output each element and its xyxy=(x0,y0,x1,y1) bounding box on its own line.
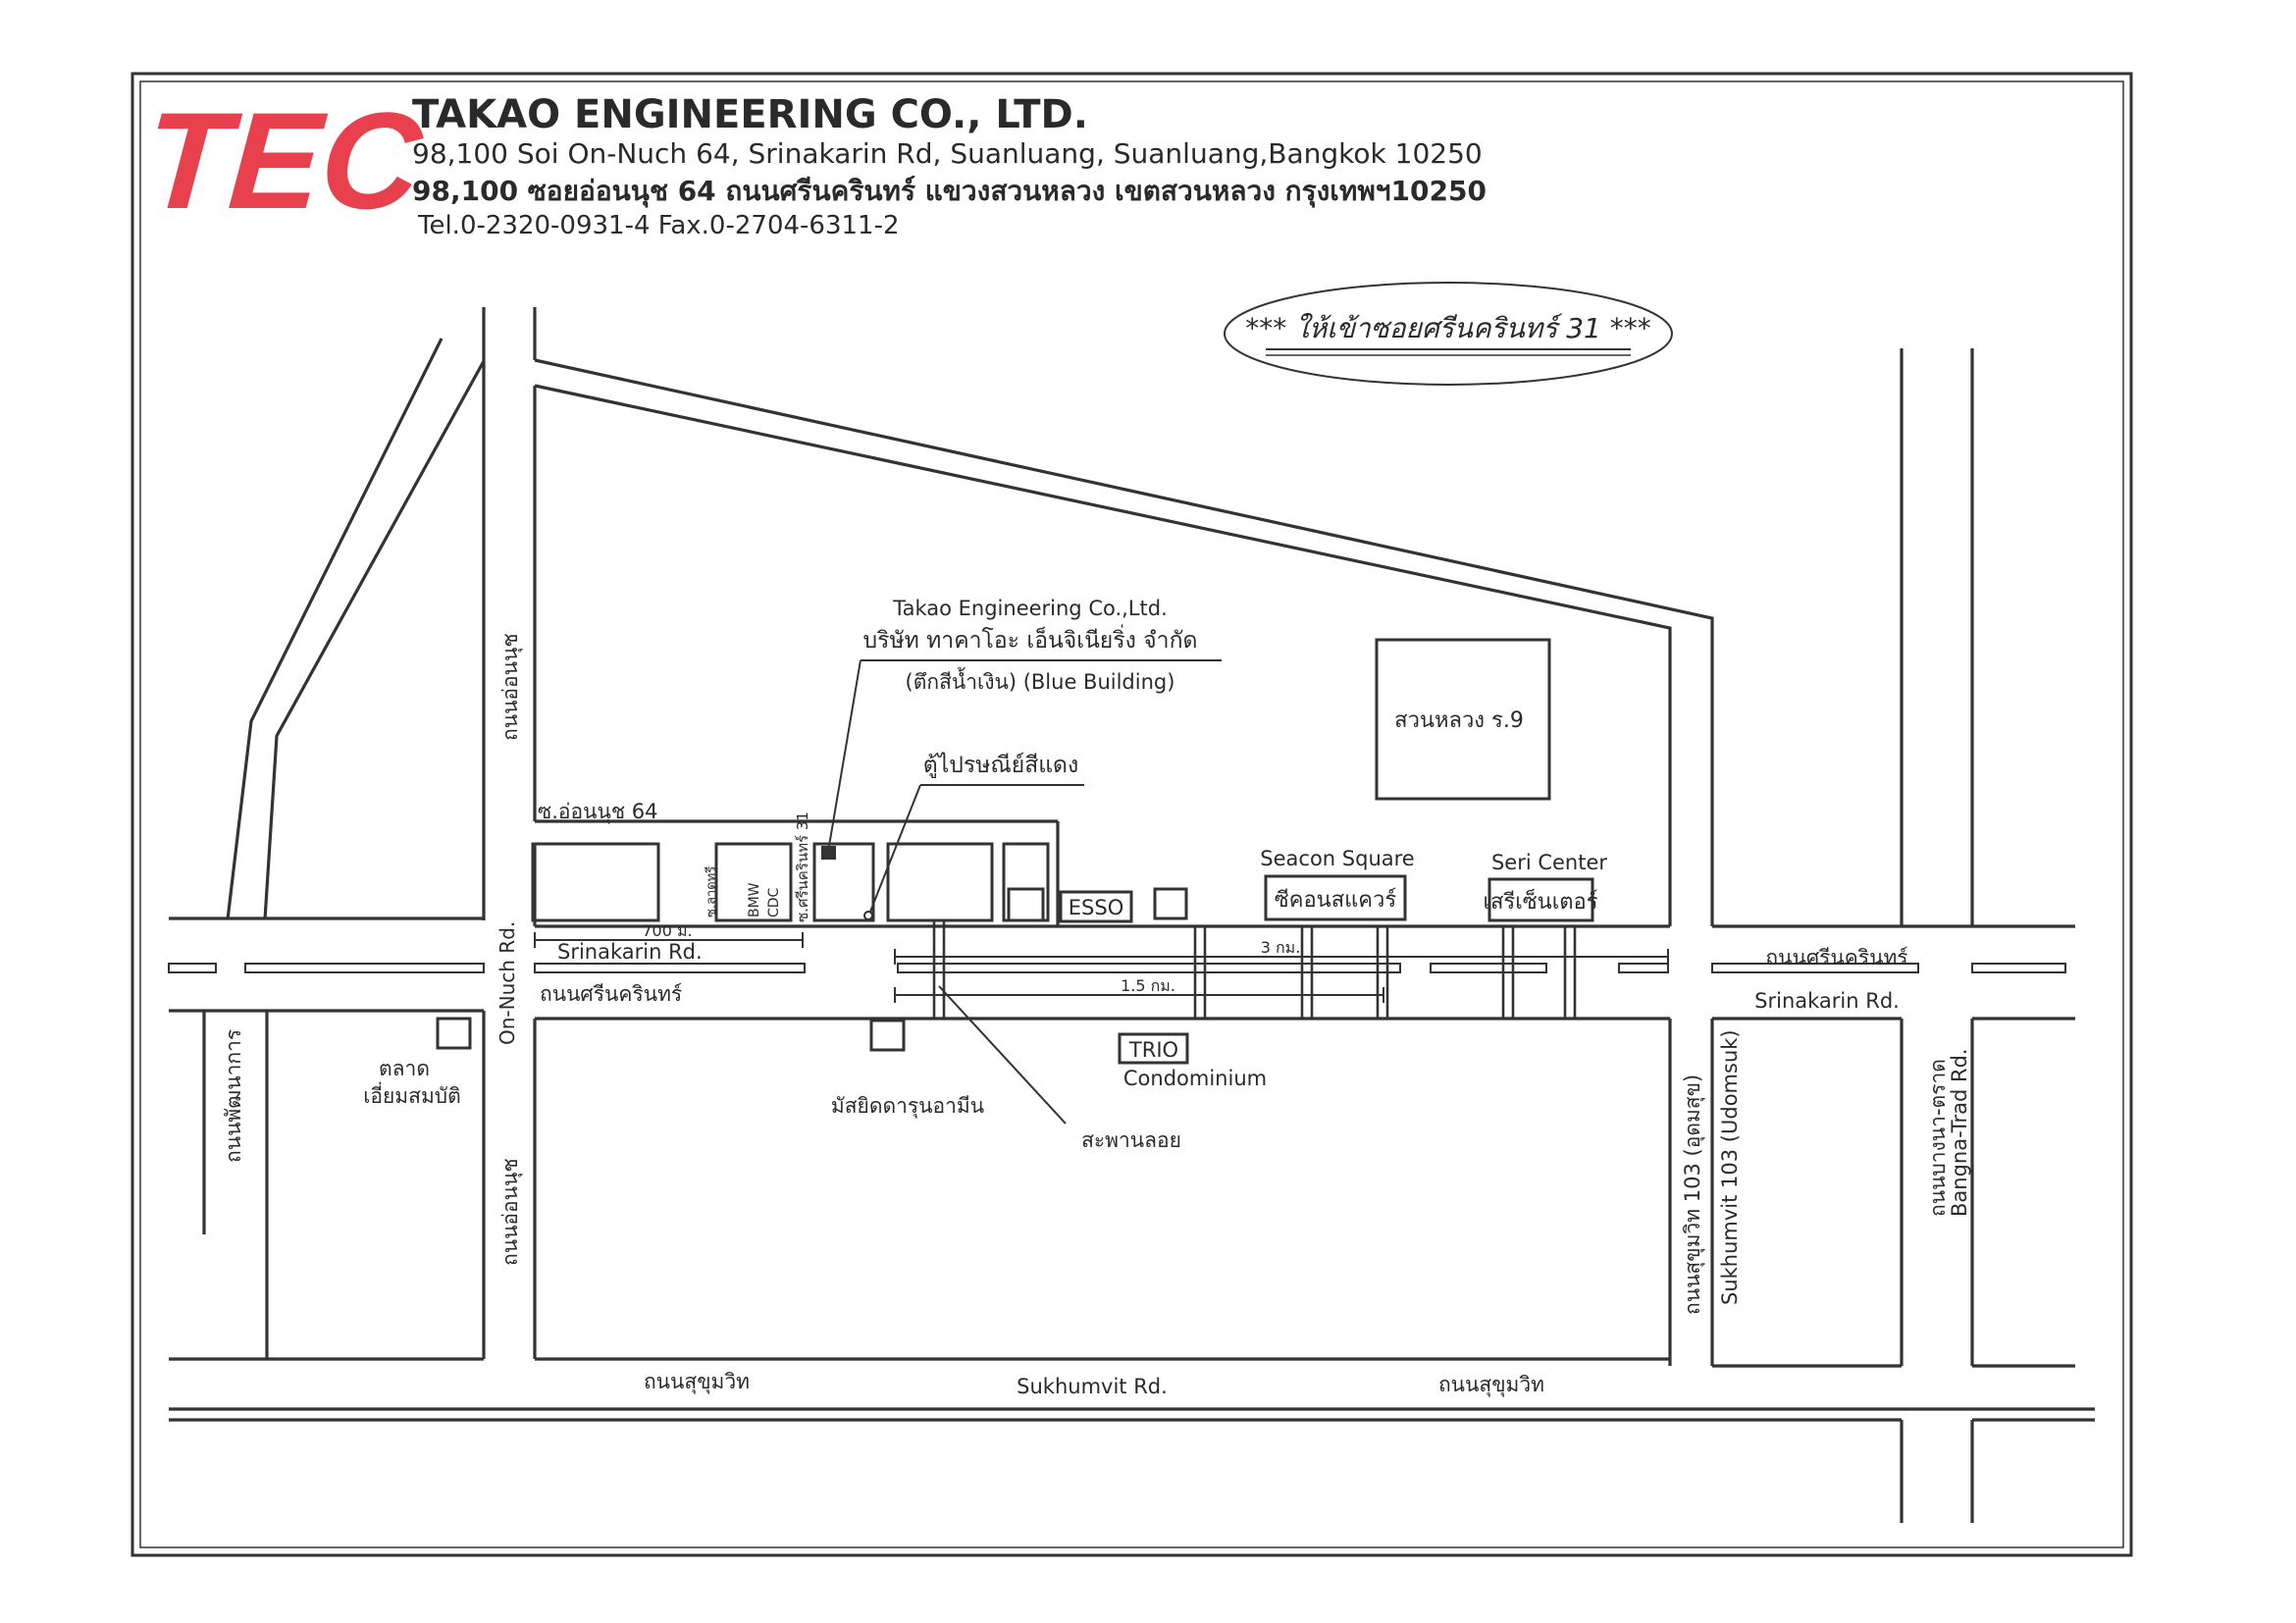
company-address-en: 98,100 Soi On-Nuch 64, Srinakarin Rd, Su… xyxy=(412,137,1483,170)
market-label-2: เอี่ยมสมบัติ xyxy=(363,1081,461,1108)
esso-box xyxy=(1059,890,1133,923)
soi-latsi-label: ซ.ลาดทรี xyxy=(704,866,719,917)
mailbox-label: ตู้ไปรษณีย์สีแดง xyxy=(923,752,1078,778)
skywalk-pillars xyxy=(932,920,1577,1019)
market-label-1: ตลาด xyxy=(379,1057,430,1080)
road-onnuch-en: On-Nuch Rd. xyxy=(496,921,519,1045)
road-soi-onnuch64: ซ.อ่อนนุช 64 xyxy=(538,800,658,824)
seacon-label-en: Seacon Square xyxy=(1260,847,1414,870)
company-contact: Tel.0-2320-0931-4 Fax.0-2704-6311-2 xyxy=(417,211,900,240)
cdc-label: CDC xyxy=(766,887,782,917)
company-name: TAKAO ENGINEERING CO., LTD. xyxy=(412,92,1088,137)
road-phatthanakan: ถนนพัฒนาการ xyxy=(222,1029,245,1163)
road-sukhumvit-th-right: ถนนสุขุมวิท xyxy=(1438,1373,1544,1397)
distance-3km: 3 กม. xyxy=(1261,938,1301,957)
road-soi103-en: Sukhumvit 103 (Udomsuk) xyxy=(1718,1029,1742,1305)
road-bangna-th: ถนนบางนา-ตราด xyxy=(1926,1059,1950,1217)
road-sukhumvit-en: Sukhumvit Rd. xyxy=(1017,1375,1168,1398)
road-onnuch-th-top: ถนนอ่อนนุช xyxy=(498,633,523,741)
road-onnuch-th-bottom: ถนนอ่อนนุช xyxy=(498,1158,523,1266)
trio-box xyxy=(1118,1032,1189,1065)
map-frame-inner xyxy=(139,80,2124,1548)
condominium-label: Condominium xyxy=(1123,1067,1267,1090)
road-srinakarin-en-left: Srinakarin Rd. xyxy=(557,940,703,964)
esso-label: ESSO xyxy=(1069,896,1123,919)
blue-building-label: (ตึกสีน้ำเงิน) (Blue Building) xyxy=(906,667,1175,694)
mosque-label: มัสยิดดารุนอามีน xyxy=(831,1094,984,1119)
buildings xyxy=(436,638,1551,1052)
floating-bridge-label: สะพานลอย xyxy=(1081,1128,1181,1152)
road-sukhumvit-th-left: ถนนสุขุมวิท xyxy=(644,1370,750,1394)
road-srinakarin-en-right: Srinakarin Rd. xyxy=(1754,989,1900,1013)
mailbox-marker xyxy=(863,911,873,920)
company-label-en: Takao Engineering Co.,Ltd. xyxy=(892,597,1168,620)
market-box xyxy=(436,1017,472,1050)
road-bangna-en: Bangna-Trad Rd. xyxy=(1948,1048,1971,1217)
seri-label-th: เสรีเซ็นเตอร์ xyxy=(1483,887,1597,915)
company-label-th: บริษัท ทาคาโอะ เอ็นจิเนียริ่ง จำกัด xyxy=(863,624,1198,654)
mosque-box xyxy=(869,1019,906,1052)
note-ellipse xyxy=(1224,282,1673,386)
leader-lines xyxy=(828,659,1222,1125)
seri-label-en: Seri Center xyxy=(1491,851,1607,874)
road-srinakarin-th-left: ถนนศรีนครินทร์ xyxy=(540,982,682,1006)
distance-markers xyxy=(534,932,1669,1003)
seri-box xyxy=(1487,877,1594,922)
company-location-marker xyxy=(821,846,836,860)
distance-1-5km: 1.5 กม. xyxy=(1121,976,1175,995)
bmw-label: BMW xyxy=(747,882,762,917)
roads xyxy=(168,307,2095,1523)
suanluang-label: สวนหลวง ร.9 xyxy=(1394,708,1524,733)
suanluang-park xyxy=(1375,638,1551,801)
company-address-th: 98,100 ซอยอ่อนนุช 64 ถนนศรีนครินทร์ แขวง… xyxy=(412,175,1487,208)
distance-700m: 700 ม. xyxy=(642,921,692,940)
road-srinakarin-th-right: ถนนศรีนครินทร์ xyxy=(1765,946,1907,969)
trio-label: TRIO xyxy=(1128,1038,1178,1062)
soi-srinakarin31-label: ซ.ศรีนครินทร์ 31 xyxy=(794,812,811,922)
note-text: *** ให้เข้าซอยศรีนครินทร์ 31 *** xyxy=(1245,312,1650,344)
company-logo: TEC xyxy=(140,83,428,237)
seacon-box xyxy=(1264,874,1407,921)
road-soi103-th: ถนนสุขุมวิท 103 (อุดมสุข) xyxy=(1681,1074,1705,1315)
map-frame-outer xyxy=(130,72,2133,1557)
seacon-label-th: ซีคอนสแควร์ xyxy=(1275,888,1397,913)
